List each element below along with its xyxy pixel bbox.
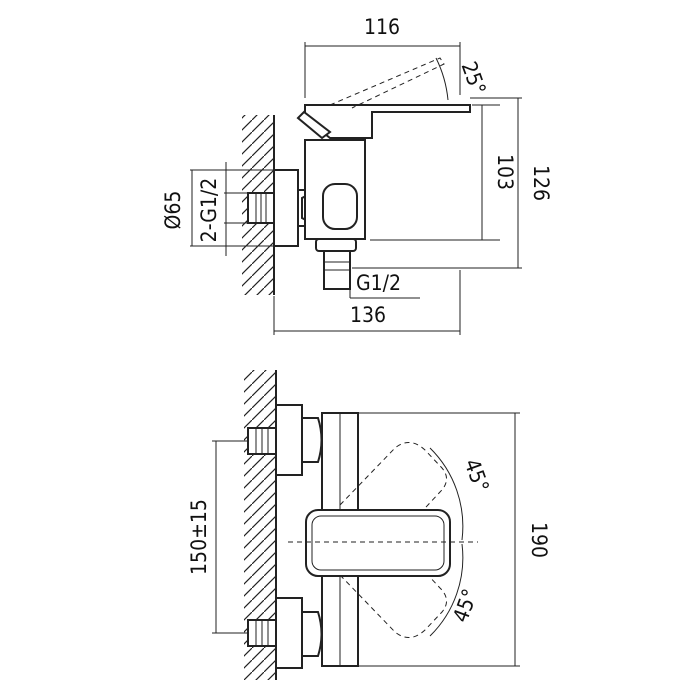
dim-25: 25° bbox=[457, 58, 491, 98]
outlet-nut bbox=[315, 238, 357, 252]
arc-25 bbox=[435, 57, 449, 101]
inlet-top-nut bbox=[301, 417, 323, 463]
inlet-bottom-nut bbox=[301, 611, 323, 657]
dim-103: 103 bbox=[493, 154, 517, 190]
inlet-bottom-flange bbox=[275, 597, 303, 669]
dim-150: 150±15 bbox=[187, 499, 211, 575]
lever-rotated-up bbox=[339, 442, 447, 549]
arc-45-top bbox=[429, 447, 464, 541]
lever-rotated-down bbox=[339, 531, 447, 638]
dim-126: 126 bbox=[529, 165, 553, 201]
dim-116: 116 bbox=[364, 15, 400, 39]
dim-190: 190 bbox=[527, 522, 551, 558]
diverter-knob bbox=[322, 183, 358, 230]
lever-handle-front bbox=[305, 509, 451, 577]
dim-45-top: 45° bbox=[460, 456, 494, 496]
side-view: 116 25° 103 126 Ø65 2-G1/2 G1/2 136 bbox=[161, 15, 553, 335]
arc-45-bottom bbox=[429, 543, 464, 637]
front-view: 45° 45° 150±15 190 bbox=[187, 370, 551, 680]
inlet-top-flange bbox=[275, 404, 303, 476]
lever-handle-raised bbox=[329, 57, 445, 109]
dim-2g12: 2-G1/2 bbox=[197, 178, 221, 243]
wall-flange bbox=[273, 169, 299, 247]
dim-65: Ø65 bbox=[161, 191, 185, 230]
dim-45-bottom: 45° bbox=[448, 586, 482, 626]
dim-g12: G1/2 bbox=[356, 271, 401, 295]
dim-136: 136 bbox=[350, 303, 386, 327]
